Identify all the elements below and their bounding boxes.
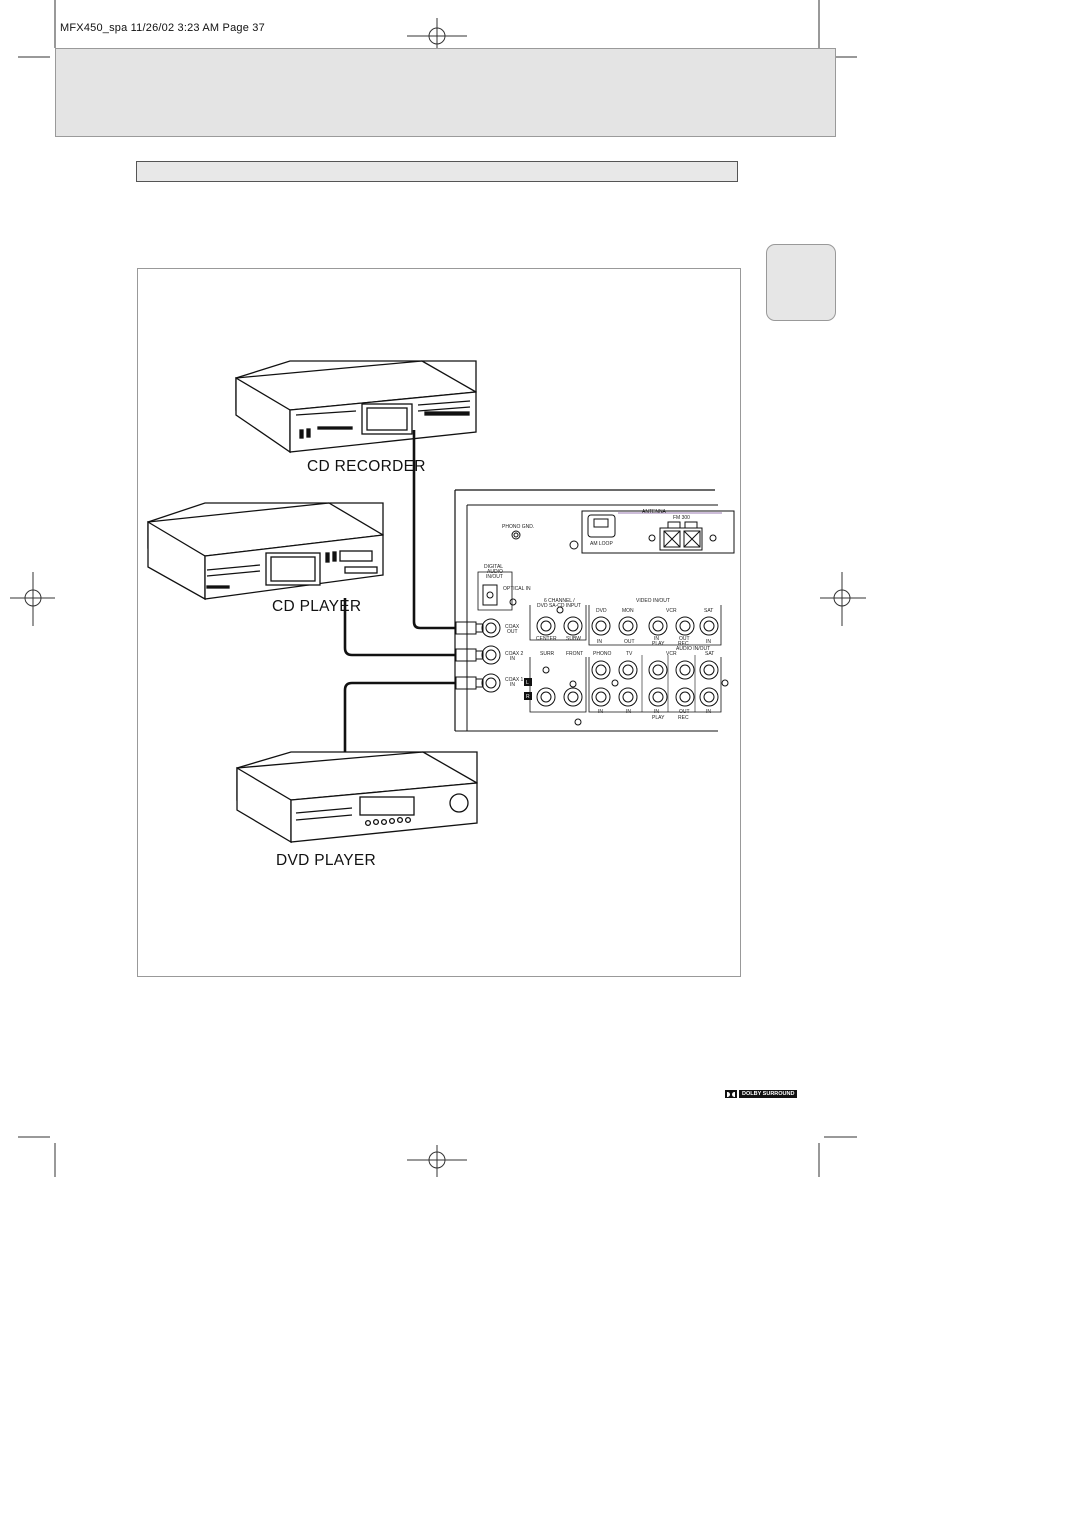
video-vcr-label: VCR (666, 608, 677, 614)
play-label-1: PLAY (652, 641, 665, 647)
coax1-in-label: IN (510, 682, 515, 688)
dvd-player-label: DVD PLAYER (276, 852, 377, 869)
header-band (55, 48, 836, 137)
vcr-audio-in-label: IN (654, 709, 659, 715)
diagram-frame (137, 268, 741, 977)
audio-inout-label: AUDIO IN/OUT (676, 646, 710, 652)
cables (343, 430, 456, 752)
video-sat-label: SAT (704, 608, 713, 614)
receiver-back-panel (454, 489, 735, 732)
r-marker (524, 692, 532, 700)
audio-sat-label: SAT (705, 651, 714, 657)
am-loop-label: AM LOOP (590, 541, 613, 547)
phono-label: PHONO (593, 651, 611, 657)
vcr-in-label: IN (654, 636, 659, 642)
l-marker (524, 678, 532, 686)
phono-in-label: IN (598, 709, 603, 715)
coax2-in-label: IN (510, 656, 515, 662)
r-label: R (526, 694, 530, 700)
six-channel-label: 6 CHANNEL / (544, 598, 575, 604)
coax-label: COAX (505, 624, 520, 630)
optical-in-label: OPTICAL IN (503, 586, 531, 592)
video-dvd-label: DVD (596, 608, 607, 614)
double-d-icon (725, 1090, 737, 1098)
dolby-surround-logo: DOLBY SURROUND (725, 1090, 798, 1098)
cd-player-device (147, 502, 384, 601)
inout-label: IN/OUT (486, 574, 503, 580)
tv-label: TV (626, 651, 633, 657)
coax-out-label: OUT (507, 629, 518, 635)
section-title-bar (136, 161, 738, 182)
antenna-label: ANTENNA (642, 509, 667, 515)
digital-label: DIGITAL (484, 564, 503, 570)
sat-in-label: IN (706, 639, 711, 645)
tv-in-label: IN (626, 709, 631, 715)
audio-vcr-label: VCR (666, 651, 677, 657)
fm-label: FM 300 (673, 515, 690, 521)
print-header: MFX450_spa 11/26/02 3:23 AM Page 37 (60, 22, 265, 34)
dvd-player-device (236, 751, 478, 844)
l-label: L (526, 680, 529, 686)
cd-recorder-label: CD RECORDER (307, 458, 426, 475)
dolby-text: DOLBY SURROUND (739, 1090, 798, 1098)
cd-recorder-device (235, 360, 477, 454)
sat-audio-in-label: IN (706, 709, 711, 715)
video-in-label: IN (597, 639, 602, 645)
cable-plugs (455, 621, 484, 690)
video-out-label: OUT (624, 639, 635, 645)
coax1-label: COAX 1 (505, 677, 524, 683)
dvd-sacd-input-label: DVD SA-CD INPUT (537, 603, 581, 609)
rec-label-2: REC (678, 715, 689, 721)
surr-label: SURR (540, 651, 555, 657)
subw-label: SUBW (566, 636, 581, 642)
vcr-out-label: OUT (679, 636, 690, 642)
audio-label: AUDIO (487, 569, 503, 575)
coax2-label: COAX 2 (505, 651, 524, 657)
front-label: FRONT (566, 651, 583, 657)
video-mon-label: MON (622, 608, 634, 614)
play-label-2: PLAY (652, 715, 665, 721)
rec-label-1: REC (678, 641, 689, 647)
center-label: CENTER (536, 636, 557, 642)
cd-player-label: CD PLAYER (272, 598, 362, 615)
side-tab (766, 244, 836, 321)
phono-gnd-label: PHONO GND. (502, 524, 534, 530)
vcr-audio-out-label: OUT (679, 709, 690, 715)
video-inout-label: VIDEO IN/OUT (636, 598, 670, 604)
